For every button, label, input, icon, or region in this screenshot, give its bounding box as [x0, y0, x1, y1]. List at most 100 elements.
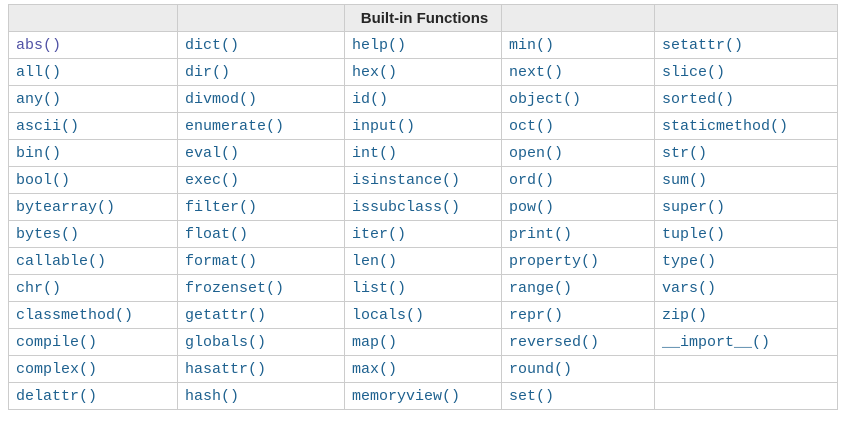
- function-link-object[interactable]: object(): [509, 91, 582, 108]
- table-cell: print(): [501, 220, 655, 248]
- table-cell: next(): [501, 58, 655, 86]
- table-cell: repr(): [501, 301, 655, 329]
- function-link-repr[interactable]: repr(): [509, 307, 564, 324]
- table-cell: int(): [344, 139, 502, 167]
- function-link-dir[interactable]: dir(): [185, 64, 231, 81]
- function-link-chr[interactable]: chr(): [16, 280, 62, 297]
- function-link-format[interactable]: format(): [185, 253, 258, 270]
- function-link-oct[interactable]: oct(): [509, 118, 555, 135]
- table-header-row: Built-in Functions: [8, 4, 838, 32]
- function-link-hasattr[interactable]: hasattr(): [185, 361, 267, 378]
- function-link-frozenset[interactable]: frozenset(): [185, 280, 285, 297]
- table-cell: abs(): [8, 31, 178, 59]
- function-link-complex[interactable]: complex(): [16, 361, 98, 378]
- table-row: ascii() enumerate() input() oct() staticmeth…: [8, 112, 838, 140]
- function-link-vars[interactable]: vars(): [662, 280, 717, 297]
- function-link-any[interactable]: any(): [16, 91, 62, 108]
- function-link-bytearray[interactable]: bytearray(): [16, 199, 116, 216]
- table-cell: enumerate(): [177, 112, 345, 140]
- function-link-type[interactable]: type(): [662, 253, 717, 270]
- table-cell: bytes(): [8, 220, 178, 248]
- function-link-getattr[interactable]: getattr(): [185, 307, 267, 324]
- table-cell: round(): [501, 355, 655, 383]
- table-cell: hash(): [177, 382, 345, 410]
- function-link-len[interactable]: len(): [352, 253, 398, 270]
- function-link-print[interactable]: print(): [509, 226, 573, 243]
- function-link-tuple[interactable]: tuple(): [662, 226, 726, 243]
- function-link-max[interactable]: max(): [352, 361, 398, 378]
- table-cell: range(): [501, 274, 655, 302]
- table-cell: bin(): [8, 139, 178, 167]
- function-link-bytes[interactable]: bytes(): [16, 226, 80, 243]
- table-cell: staticmethod(): [654, 112, 838, 140]
- table-cell: tuple(): [654, 220, 838, 248]
- function-link-hash[interactable]: hash(): [185, 388, 240, 405]
- function-link-next[interactable]: next(): [509, 64, 564, 81]
- table-row: bytearray() filter() issubclass() pow() supe…: [8, 193, 838, 221]
- function-link-sum[interactable]: sum(): [662, 172, 708, 189]
- function-link-ascii[interactable]: ascii(): [16, 118, 80, 135]
- function-link-map[interactable]: map(): [352, 334, 398, 351]
- table-cell: frozenset(): [177, 274, 345, 302]
- function-link-help[interactable]: help(): [352, 37, 407, 54]
- function-link-ord[interactable]: ord(): [509, 172, 555, 189]
- function-link-locals[interactable]: locals(): [352, 307, 425, 324]
- function-link-iter[interactable]: iter(): [352, 226, 407, 243]
- function-link-memoryview[interactable]: memoryview(): [352, 388, 461, 405]
- table-cell: vars(): [654, 274, 838, 302]
- function-link-isinstance[interactable]: isinstance(): [352, 172, 461, 189]
- table-cell: object(): [501, 85, 655, 113]
- table-cell: hasattr(): [177, 355, 345, 383]
- function-link-delattr[interactable]: delattr(): [16, 388, 98, 405]
- function-link-round[interactable]: round(): [509, 361, 573, 378]
- function-link-globals[interactable]: globals(): [185, 334, 267, 351]
- function-link-setattr[interactable]: setattr(): [662, 37, 744, 54]
- function-link-zip[interactable]: zip(): [662, 307, 708, 324]
- function-link-abs[interactable]: abs(): [16, 37, 62, 54]
- table-cell: locals(): [344, 301, 502, 329]
- function-link-dict[interactable]: dict(): [185, 37, 240, 54]
- table-cell: ord(): [501, 166, 655, 194]
- function-link-import[interactable]: __import__(): [662, 334, 771, 351]
- function-link-sorted[interactable]: sorted(): [662, 91, 735, 108]
- function-link-classmethod[interactable]: classmethod(): [16, 307, 134, 324]
- function-link-int[interactable]: int(): [352, 145, 398, 162]
- function-link-compile[interactable]: compile(): [16, 334, 98, 351]
- table-cell: setattr(): [654, 31, 838, 59]
- table-cell: min(): [501, 31, 655, 59]
- function-link-hex[interactable]: hex(): [352, 64, 398, 81]
- function-link-str[interactable]: str(): [662, 145, 708, 162]
- function-link-bin[interactable]: bin(): [16, 145, 62, 162]
- table-row: chr() frozenset() list() range() vars(): [8, 274, 838, 302]
- function-link-issubclass[interactable]: issubclass(): [352, 199, 461, 216]
- function-link-all[interactable]: all(): [16, 64, 62, 81]
- function-link-bool[interactable]: bool(): [16, 172, 71, 189]
- table-row: complex() hasattr() max() round(): [8, 355, 838, 383]
- function-link-list[interactable]: list(): [352, 280, 407, 297]
- function-link-set[interactable]: set(): [509, 388, 555, 405]
- function-link-eval[interactable]: eval(): [185, 145, 240, 162]
- function-link-range[interactable]: range(): [509, 280, 573, 297]
- table-row: delattr() hash() memoryview() set(): [8, 382, 838, 410]
- function-link-open[interactable]: open(): [509, 145, 564, 162]
- function-link-float[interactable]: float(): [185, 226, 249, 243]
- function-link-filter[interactable]: filter(): [185, 199, 258, 216]
- function-link-input[interactable]: input(): [352, 118, 416, 135]
- function-link-super[interactable]: super(): [662, 199, 726, 216]
- function-link-divmod[interactable]: divmod(): [185, 91, 258, 108]
- function-link-enumerate[interactable]: enumerate(): [185, 118, 285, 135]
- function-link-exec[interactable]: exec(): [185, 172, 240, 189]
- function-link-property[interactable]: property(): [509, 253, 600, 270]
- function-link-staticmethod[interactable]: staticmethod(): [662, 118, 789, 135]
- function-link-pow[interactable]: pow(): [509, 199, 555, 216]
- function-link-min[interactable]: min(): [509, 37, 555, 54]
- table-cell: format(): [177, 247, 345, 275]
- table-cell: len(): [344, 247, 502, 275]
- table-title: Built-in Functions: [344, 4, 502, 32]
- function-link-reversed[interactable]: reversed(): [509, 334, 600, 351]
- table-cell: memoryview(): [344, 382, 502, 410]
- function-link-slice[interactable]: slice(): [662, 64, 726, 81]
- table-row: compile() globals() map() reversed() __impor…: [8, 328, 838, 356]
- function-link-id[interactable]: id(): [352, 91, 389, 108]
- function-link-callable[interactable]: callable(): [16, 253, 107, 270]
